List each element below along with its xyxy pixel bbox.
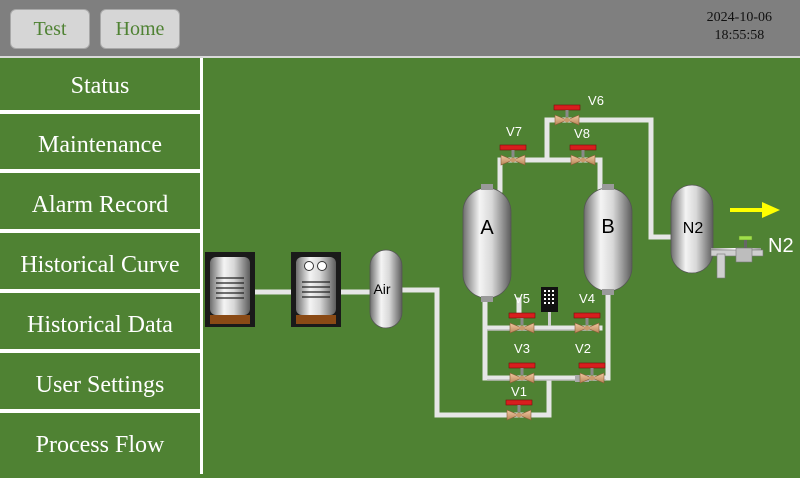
home-button[interactable]: Home (100, 9, 180, 49)
valve-v4[interactable]: V4 (573, 291, 601, 334)
valve-v2-label: V2 (575, 341, 591, 356)
n2-outlet-label: N2 (768, 235, 794, 257)
valve-v5-label: V5 (514, 291, 530, 306)
air-tank: Air (369, 249, 403, 329)
flow-arrow-icon (730, 202, 780, 218)
valve-v8-label: V8 (574, 126, 590, 141)
valve-v3-label: V3 (514, 341, 530, 356)
sidebar-item-historical-curve[interactable]: Historical Curve (0, 239, 200, 293)
process-diagram: Air A B N2 N2 (205, 93, 794, 421)
adsorption-tower-a: A (462, 184, 512, 302)
sidebar-item-maintenance[interactable]: Maintenance (0, 119, 200, 173)
datetime-display: 2024-10-06 18:55:58 (707, 9, 772, 45)
n2-buffer-tank: N2 (670, 184, 714, 274)
valve-v1[interactable]: V1 (505, 384, 533, 421)
sidebar-item-alarm-record[interactable]: Alarm Record (0, 179, 200, 233)
valve-v6[interactable]: V6 (553, 93, 604, 126)
adsorption-tower-b: B (583, 184, 633, 295)
n2-outlet-valve-icon (710, 235, 764, 279)
sidebar-item-status[interactable]: Status (0, 60, 200, 114)
top-bar: Test Home 2024-10-06 18:55:58 (0, 0, 800, 58)
valve-v8[interactable]: V8 (569, 126, 597, 166)
tower-a-label: A (480, 217, 494, 239)
panel-divider (200, 58, 203, 474)
sidebar-item-historical-data[interactable]: Historical Data (0, 299, 200, 353)
n2-tank-label: N2 (683, 220, 704, 237)
sidebar-item-user-settings[interactable]: User Settings (0, 359, 200, 413)
valve-v7[interactable]: V7 (499, 124, 527, 166)
sidebar-item-process-flow[interactable]: Process Flow (35, 432, 165, 458)
refrigerated-dryer-1-icon (205, 252, 255, 327)
valve-v2[interactable]: V2 (575, 341, 606, 384)
air-tank-label: Air (373, 281, 390, 297)
process-flow-panel: Air A B N2 N2 (203, 60, 800, 474)
valve-v6-label: V6 (588, 93, 604, 108)
valve-v1-label: V1 (511, 384, 527, 399)
valve-v4-label: V4 (579, 291, 595, 306)
date-text: 2024-10-06 (706, 10, 772, 25)
valve-v7-label: V7 (506, 124, 522, 139)
tower-b-label: B (601, 216, 614, 238)
valve-v5[interactable]: V5 (508, 291, 536, 334)
pressure-sensor-icon (541, 287, 558, 326)
sidebar: Status Maintenance Alarm Record Historic… (0, 60, 200, 474)
valve-v3[interactable]: V3 (508, 341, 536, 384)
time-text: 18:55:58 (714, 28, 765, 43)
refrigerated-dryer-2-icon (291, 252, 341, 327)
test-button[interactable]: Test (10, 9, 90, 49)
